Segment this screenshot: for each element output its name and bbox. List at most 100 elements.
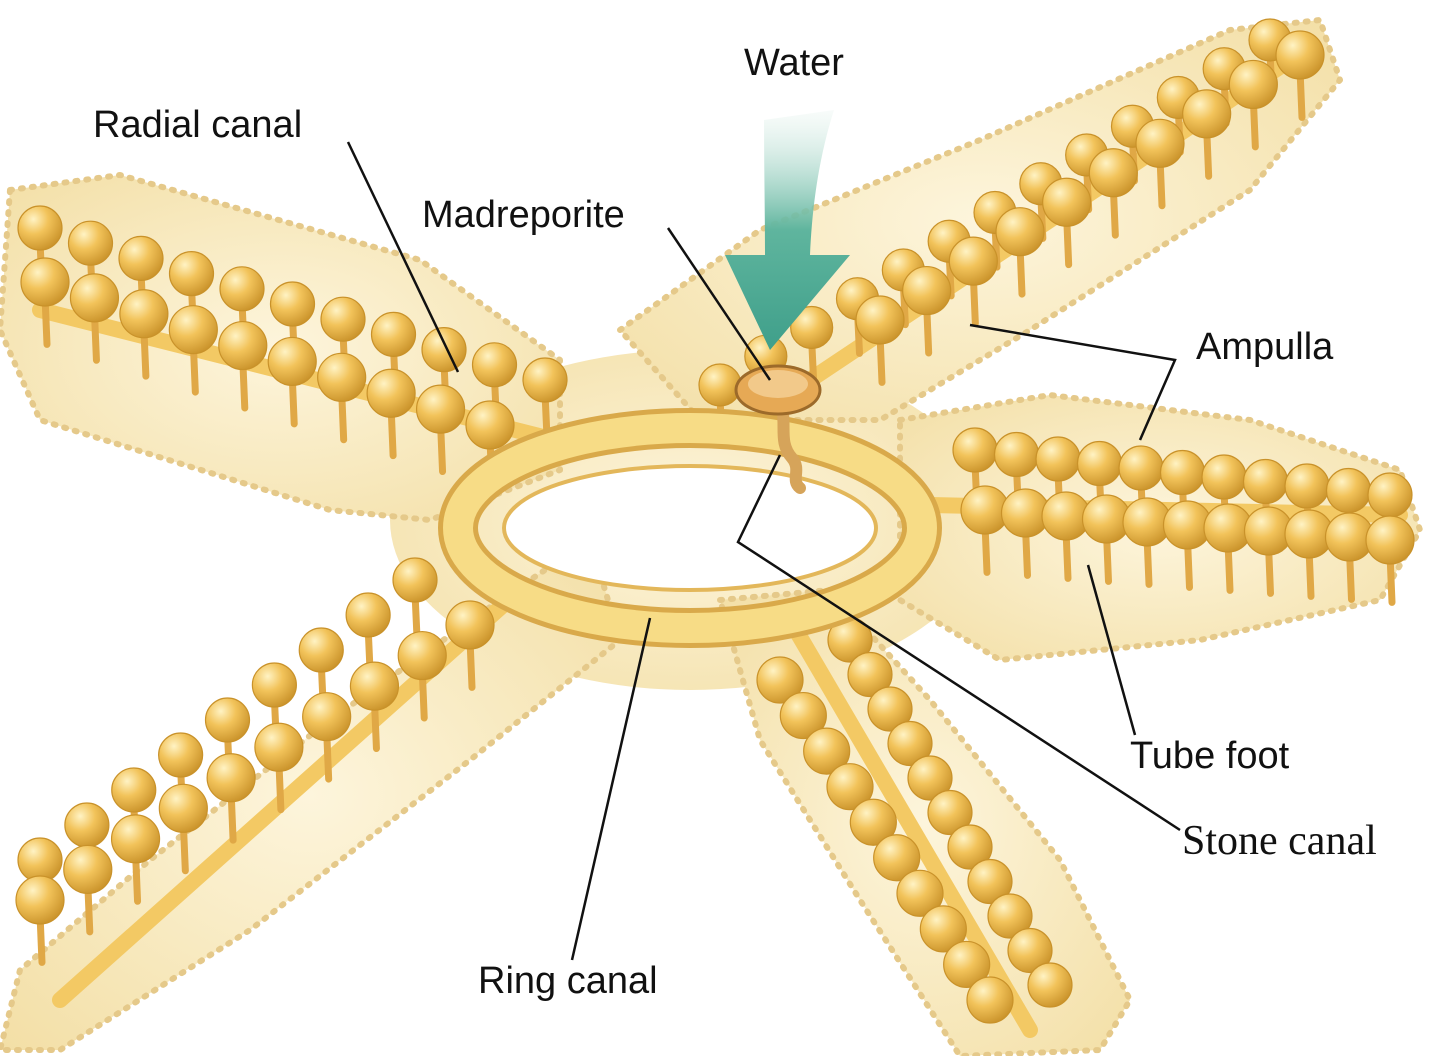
ampulla-bulb [219, 266, 265, 312]
leader-stone-canal [736, 454, 1181, 832]
ampulla-bulb [943, 940, 991, 989]
ampulla-bulb [1367, 472, 1413, 518]
ampulla [855, 295, 905, 386]
ampulla-bulb [790, 305, 834, 350]
ampulla [345, 592, 391, 676]
leader-madreporite [666, 227, 772, 381]
ampulla-bulb [110, 814, 161, 864]
ampulla [948, 236, 998, 328]
ampulla [927, 789, 973, 836]
ampulla [397, 630, 447, 722]
ampulla-bulb [896, 869, 944, 917]
label-ring-canal: Ring canal [478, 960, 658, 1002]
ampulla [943, 940, 991, 989]
leader-tube-foot [1086, 564, 1137, 736]
ampulla [317, 352, 367, 444]
ampulla-bulb [919, 905, 967, 953]
ampulla-bulb [1365, 515, 1415, 565]
ampulla-bulb [967, 858, 1013, 905]
ampulla [168, 305, 218, 396]
ampulla [902, 265, 952, 357]
ampulla-bulb [158, 783, 208, 833]
leader-radial-canal [346, 141, 460, 373]
ampulla-bulb [397, 630, 447, 681]
ampulla-bulb [1027, 962, 1073, 1008]
ampulla [1000, 488, 1051, 579]
ampulla-bulb [345, 592, 391, 638]
ampulla [302, 692, 352, 783]
ampulla-bulb [63, 844, 113, 895]
ampulla-bulb [168, 305, 218, 355]
ampulla-bulb [465, 400, 515, 450]
ampulla [1365, 515, 1415, 606]
ampulla-bulb [471, 342, 518, 388]
ampulla-bulb [158, 732, 204, 778]
ampulla [1275, 30, 1325, 121]
ampulla [919, 905, 967, 953]
ampulla-bulb [927, 789, 973, 836]
ampulla [1088, 148, 1138, 239]
ampulla [218, 320, 268, 412]
ampulla-bulb [317, 352, 367, 402]
ampulla [847, 651, 893, 698]
ampulla-bulb [1135, 118, 1185, 168]
ampulla-bulb [67, 220, 114, 266]
ampulla-bulb [1159, 449, 1206, 496]
ampulla-bulb [168, 251, 215, 297]
ampulla [826, 763, 874, 811]
ampulla [1041, 491, 1091, 582]
ampulla [1228, 59, 1278, 151]
water-flow-arrow [725, 110, 850, 350]
ampulla [867, 686, 913, 732]
ampulla-bulb [855, 295, 905, 345]
ampulla [756, 656, 804, 704]
ampulla [415, 384, 466, 476]
label-tube-foot: Tube foot [1130, 735, 1290, 777]
leader-lines [346, 141, 1181, 961]
ampulla-bulb [20, 257, 70, 307]
ampulla-bulb [254, 722, 304, 772]
ampulla [1182, 89, 1232, 180]
ampulla-bulb [1118, 445, 1164, 491]
ampulla-bulb [987, 893, 1033, 939]
label-stone-canal: Stone canal [1182, 818, 1377, 864]
ampulla [887, 720, 933, 767]
ampulla [69, 273, 120, 364]
ampulla-bulb [1182, 89, 1232, 139]
label-water: Water [744, 42, 844, 84]
ampulla-bulb [298, 627, 344, 673]
ampulla [1007, 927, 1053, 974]
ampulla-bulb [349, 661, 400, 711]
ampulla-bulb [1088, 148, 1138, 198]
ampulla [445, 600, 495, 691]
ampulla [1135, 118, 1185, 210]
ampulla-bulb [320, 296, 366, 342]
ampulla [1081, 494, 1132, 585]
ampulla-bulb [803, 727, 851, 775]
ampulla [20, 257, 70, 348]
ampulla-bulb [17, 205, 63, 251]
ampulla [896, 869, 944, 917]
ampulla [995, 207, 1045, 298]
ampulla-bulb [366, 368, 416, 418]
ampulla [110, 814, 161, 905]
ampulla-bulb [1201, 454, 1247, 500]
ampulla [987, 893, 1033, 939]
ampulla-bulb [64, 802, 110, 848]
ampulla-bulb [948, 236, 998, 286]
leader-ampulla [969, 323, 1177, 441]
ampulla [206, 753, 256, 844]
ampulla-bulb [267, 336, 317, 387]
ampulla [907, 755, 953, 801]
ampulla-bulb [445, 600, 495, 650]
ampulla-bulb [204, 697, 251, 743]
ampulla-bulb [269, 281, 316, 327]
ampulla [15, 875, 65, 966]
madreporite [734, 364, 822, 416]
ampulla-bulb [1275, 30, 1325, 80]
ampulla-bulb [993, 431, 1040, 478]
ampulla [158, 783, 208, 875]
ampulla-bulb [415, 384, 466, 434]
